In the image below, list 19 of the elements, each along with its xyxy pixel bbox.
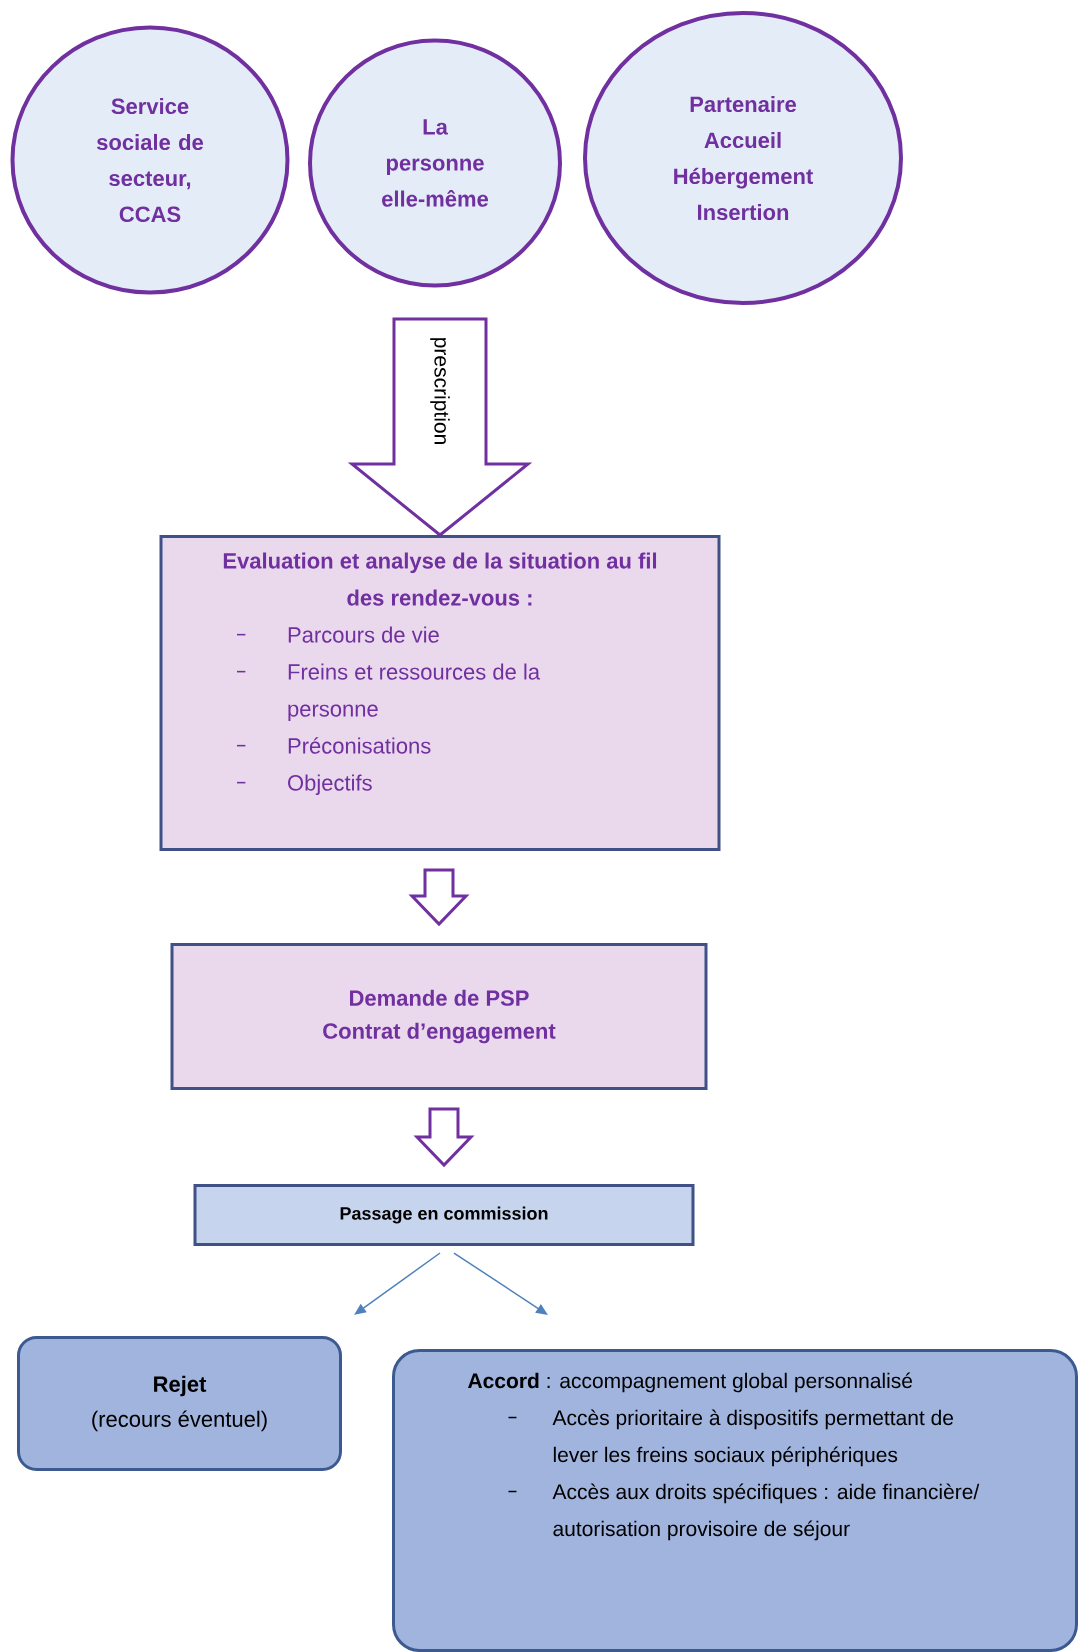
edge-label: prescription: [430, 338, 450, 444]
list-item: Accès aux droits spécifiques : aide financière/ autorisation provisoire de séjour: [552, 1483, 980, 1541]
block-arrow: [413, 1107, 475, 1168]
block-arrow: [347, 317, 533, 537]
process-box: [159, 535, 721, 851]
description-text: Accord : accompagnement global personnalisé: [468, 1372, 912, 1393]
outcome-box: Rejet (recours éventuel): [17, 1336, 342, 1471]
arrow: [354, 1252, 441, 1315]
heading-text: Evaluation et analyse de la situation au fil des rendez-vous :: [223, 552, 657, 606]
block-arrow: [408, 868, 470, 927]
list-item: Freins et ressources de la personne: [288, 663, 541, 721]
list-item: Objectifs: [288, 774, 372, 795]
list-item: Parcours de vie: [288, 626, 439, 643]
arrow: [453, 1252, 548, 1315]
list-item: Préconisations: [288, 737, 431, 754]
outcome-box: [392, 1349, 1078, 1652]
process-box: Passage en commission: [193, 1184, 695, 1246]
process-box: Demande de PSP Contrat d’engagement: [170, 943, 708, 1090]
list-item: Accès prioritaire à dispositifs permettant de lever les freins sociaux périphériques: [552, 1409, 953, 1467]
